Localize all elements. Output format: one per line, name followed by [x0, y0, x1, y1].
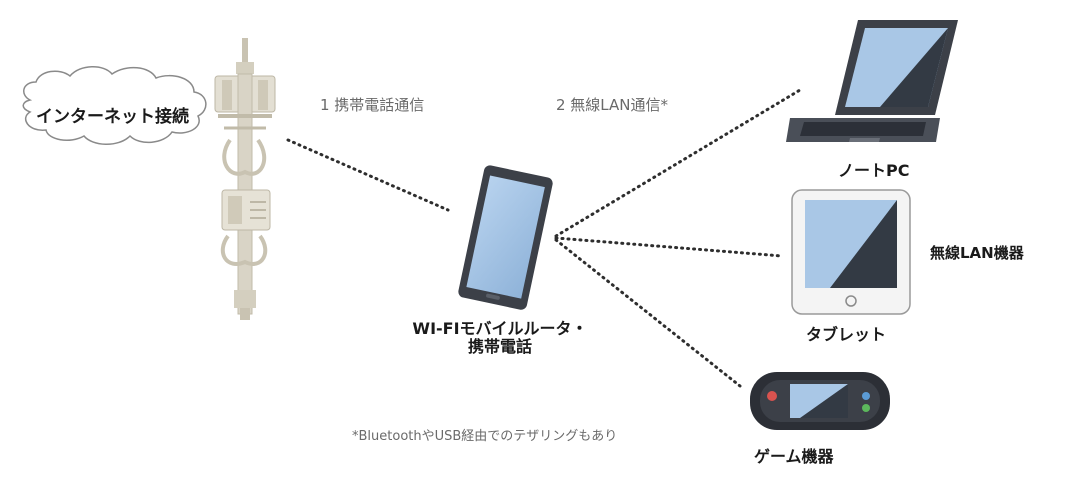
smartphone-router-icon — [458, 165, 553, 310]
game-console-icon — [750, 372, 890, 430]
note-pc-label: ノートPC — [838, 161, 910, 180]
tethering-footnote: *BluetoothやUSB経由でのテザリングもあり — [352, 429, 618, 444]
cellular-link-label: 1 携帯電話通信 — [320, 96, 425, 114]
router-label-line2: 携帯電話 — [467, 337, 532, 357]
laptop-icon — [786, 20, 958, 142]
tablet-icon — [791, 189, 911, 315]
router-label: WI-FIモバイルルータ・ 携帯電話 — [390, 319, 610, 357]
tablet-label: タブレット — [806, 325, 887, 344]
link-router-to-game — [554, 238, 742, 388]
internet-connection-label: インターネット接続 — [36, 107, 189, 127]
wireless-lan-devices-label: 無線LAN機器 — [930, 244, 1024, 262]
router-label-line1: WI-FIモバイルルータ・ — [412, 319, 588, 338]
link-router-to-laptop — [554, 88, 802, 238]
game-device-label: ゲーム機器 — [754, 447, 834, 466]
cell-tower-icon — [214, 38, 276, 320]
cloud-icon — [22, 66, 207, 145]
connection-lines — [286, 88, 802, 388]
link-router-to-tablet — [554, 236, 784, 258]
link-tower-to-router — [286, 138, 450, 212]
wireless-lan-link-label: 2 無線LAN通信* — [556, 96, 668, 114]
